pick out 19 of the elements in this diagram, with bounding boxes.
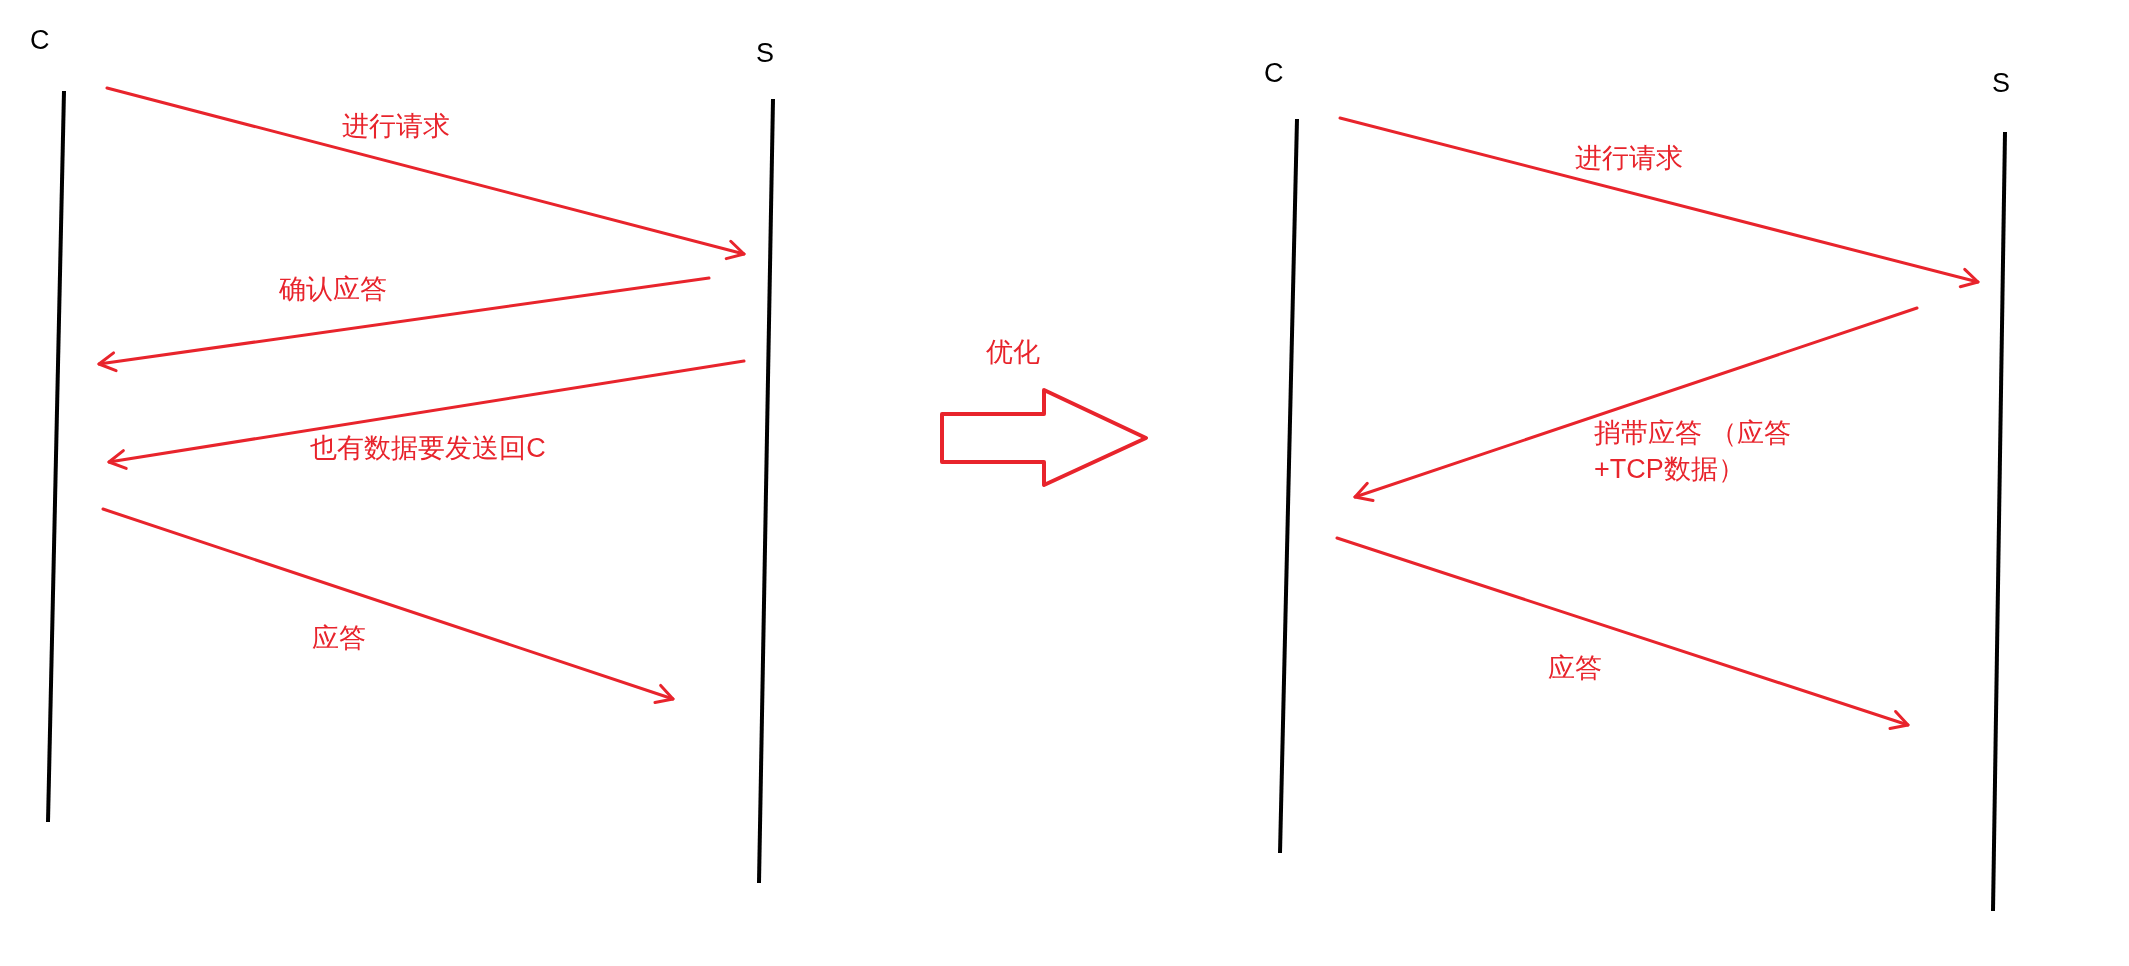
edge-label: 确认应答 xyxy=(279,273,387,306)
arrow xyxy=(101,507,675,704)
arrow xyxy=(97,276,711,373)
edge-label: 捎带应答 （应答+TCP数据） xyxy=(1594,417,1792,486)
participant-label: C xyxy=(30,25,50,55)
edge-label: 应答 xyxy=(312,622,366,655)
arrow xyxy=(105,86,746,261)
arrow xyxy=(1353,306,1919,502)
note-label: 优化 xyxy=(986,337,1040,367)
arrow xyxy=(1338,116,1980,289)
arrow xyxy=(107,359,746,470)
arrow xyxy=(1335,536,1910,731)
participant-label: C xyxy=(1264,58,1284,88)
edge-label: 应答 xyxy=(1548,652,1602,685)
participant-label: S xyxy=(756,38,774,68)
edge-label: 进行请求 xyxy=(342,110,450,143)
edge-label: 进行请求 xyxy=(1575,142,1683,175)
participant-label: S xyxy=(1992,68,2010,98)
edge-label: 也有数据要发送回C xyxy=(310,432,546,465)
